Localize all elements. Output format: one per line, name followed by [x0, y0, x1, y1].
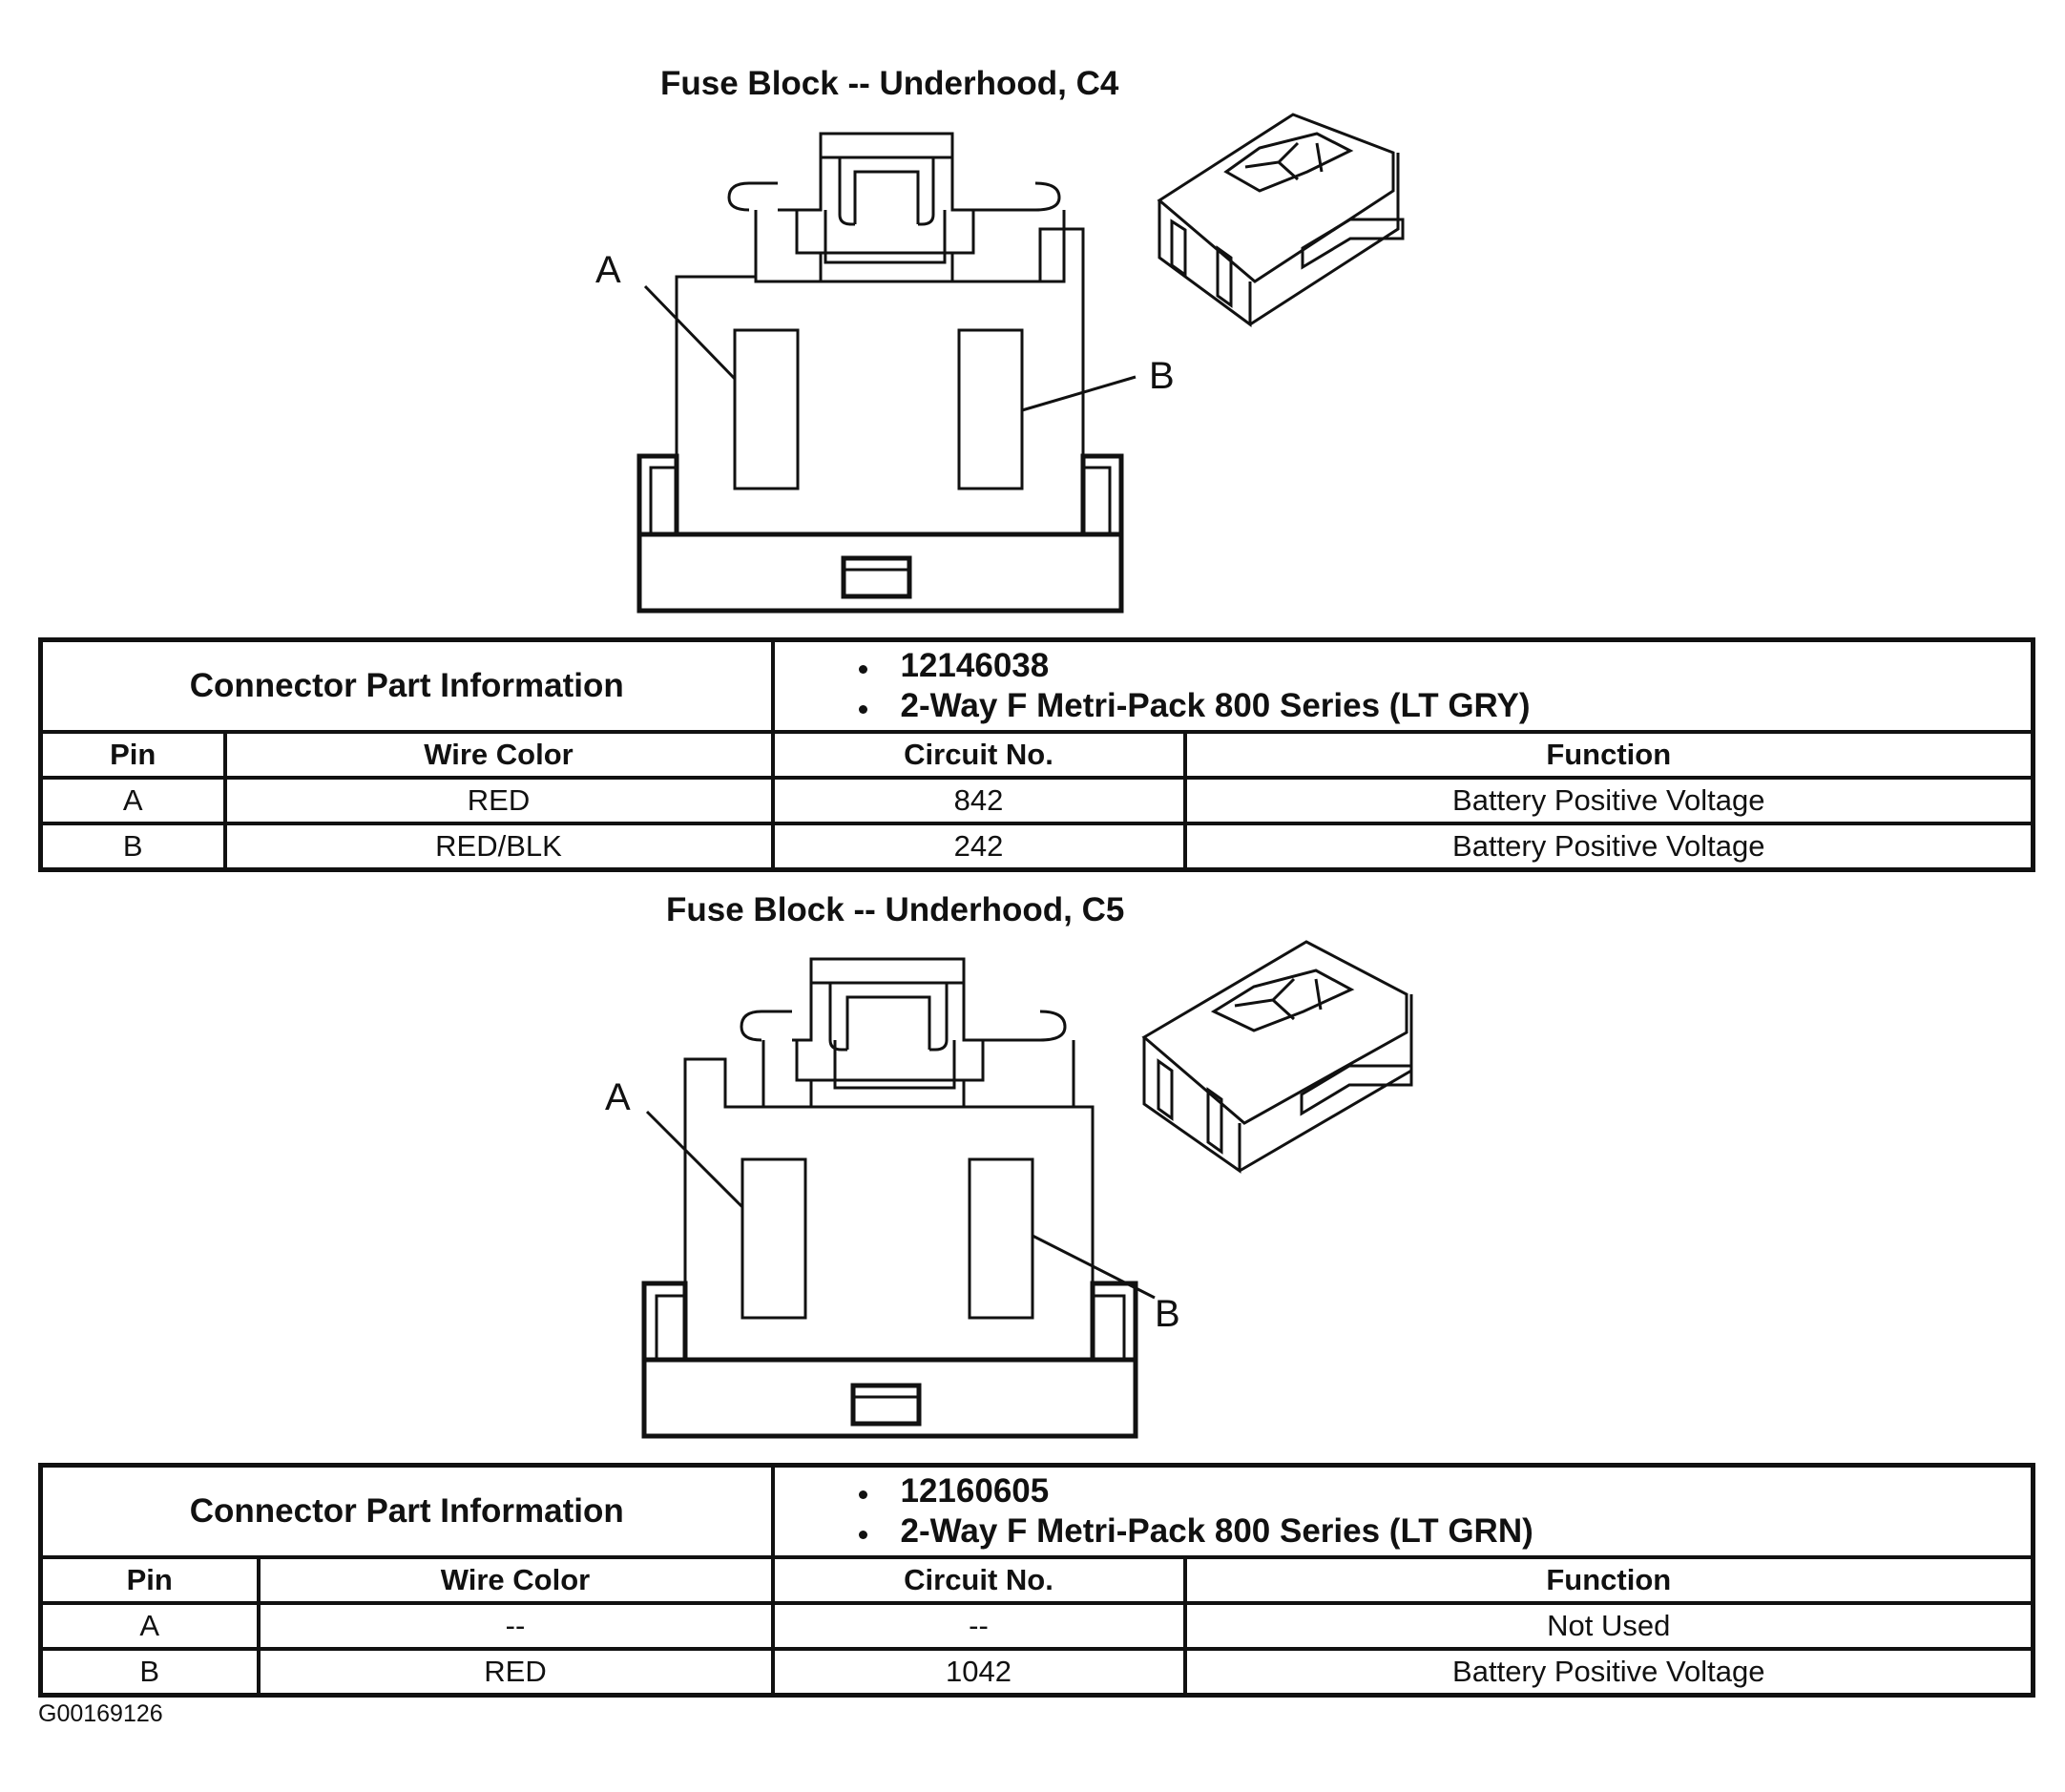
- pin-cell: A: [38, 776, 227, 825]
- function-cell: Not Used: [1182, 1601, 2035, 1651]
- connector-c5-info-table: Connector Part Information 12160605 2-Wa…: [38, 1463, 2036, 1698]
- wire-color-cell: RED/BLK: [222, 822, 775, 872]
- column-header-pin: Pin: [38, 730, 227, 780]
- column-header-function: Function: [1182, 730, 2035, 780]
- figure-code: G00169126: [38, 1700, 163, 1727]
- connector-c5-face-drawing: A B: [605, 957, 1180, 1439]
- part-number: 12160605: [858, 1471, 2030, 1511]
- connector-housing: [636, 227, 1124, 614]
- circuit-cell: 242: [770, 822, 1187, 872]
- pin-a-cavity: [740, 1157, 807, 1320]
- pin-b-leader: [1032, 1234, 1156, 1300]
- circuit-cell: 1042: [770, 1647, 1187, 1698]
- wire-color-cell: RED: [222, 776, 775, 825]
- connector-housing: [641, 1057, 1138, 1439]
- column-header-circuit: Circuit No.: [770, 1555, 1187, 1605]
- latch-icon: [740, 957, 1075, 1109]
- pin-cell: B: [38, 1647, 261, 1698]
- connector-part-info-label: Connector Part Information: [38, 637, 775, 734]
- connector-part-info-label: Connector Part Information: [38, 1463, 775, 1559]
- column-header-row: Pin Wire Color Circuit No. Function: [38, 730, 2035, 780]
- connector-c4-title: Fuse Block -- Underhood, C4: [660, 65, 1119, 102]
- pin-b-cavity: [957, 328, 1024, 490]
- pin-a-label: A: [605, 1076, 631, 1118]
- column-header-circuit: Circuit No.: [770, 730, 1187, 780]
- function-cell: Battery Positive Voltage: [1182, 822, 2035, 872]
- column-header-pin: Pin: [38, 1555, 261, 1605]
- connector-part-details: 12146038 2-Way F Metri-Pack 800 Series (…: [770, 637, 2035, 734]
- column-header-function: Function: [1182, 1555, 2035, 1605]
- pin-cell: A: [38, 1601, 261, 1651]
- table-row: B RED/BLK 242 Battery Positive Voltage: [38, 822, 2035, 872]
- pin-b-leader: [1021, 375, 1137, 412]
- pin-a-cavity: [733, 328, 800, 490]
- column-header-row: Pin Wire Color Circuit No. Function: [38, 1555, 2035, 1605]
- connector-c4-info-table: Connector Part Information 12146038 2-Wa…: [38, 637, 2035, 872]
- pin-b-cavity: [968, 1157, 1034, 1320]
- connector-c5-isometric-icon: [1141, 940, 1413, 1174]
- pin-a-label: A: [595, 249, 621, 291]
- table-row: A RED 842 Battery Positive Voltage: [38, 776, 2035, 825]
- pin-cell: B: [38, 822, 227, 872]
- connector-c5-title: Fuse Block -- Underhood, C5: [666, 891, 1125, 928]
- circuit-cell: 842: [770, 776, 1187, 825]
- connector-c4-isometric-icon: [1157, 113, 1405, 327]
- part-description: 2-Way F Metri-Pack 800 Series (LT GRY): [858, 686, 2030, 726]
- circuit-cell: --: [770, 1601, 1187, 1651]
- part-description: 2-Way F Metri-Pack 800 Series (LT GRN): [858, 1511, 2030, 1552]
- part-number: 12146038: [858, 646, 2030, 686]
- table-row: A -- -- Not Used: [38, 1601, 2035, 1651]
- latch-icon: [727, 132, 1066, 283]
- column-header-wire-color: Wire Color: [256, 1555, 775, 1605]
- column-header-wire-color: Wire Color: [222, 730, 775, 780]
- function-cell: Battery Positive Voltage: [1182, 1647, 2035, 1698]
- wire-color-cell: --: [256, 1601, 775, 1651]
- function-cell: Battery Positive Voltage: [1182, 776, 2035, 825]
- pin-a-leader: [643, 284, 737, 381]
- connector-c4-face-drawing: A B: [595, 132, 1175, 614]
- connector-part-details: 12160605 2-Way F Metri-Pack 800 Series (…: [770, 1463, 2035, 1559]
- wire-color-cell: RED: [256, 1647, 775, 1698]
- table-row: B RED 1042 Battery Positive Voltage: [38, 1647, 2035, 1698]
- pin-b-label: B: [1149, 355, 1175, 397]
- pin-a-leader: [645, 1110, 744, 1209]
- pin-b-label: B: [1155, 1293, 1180, 1335]
